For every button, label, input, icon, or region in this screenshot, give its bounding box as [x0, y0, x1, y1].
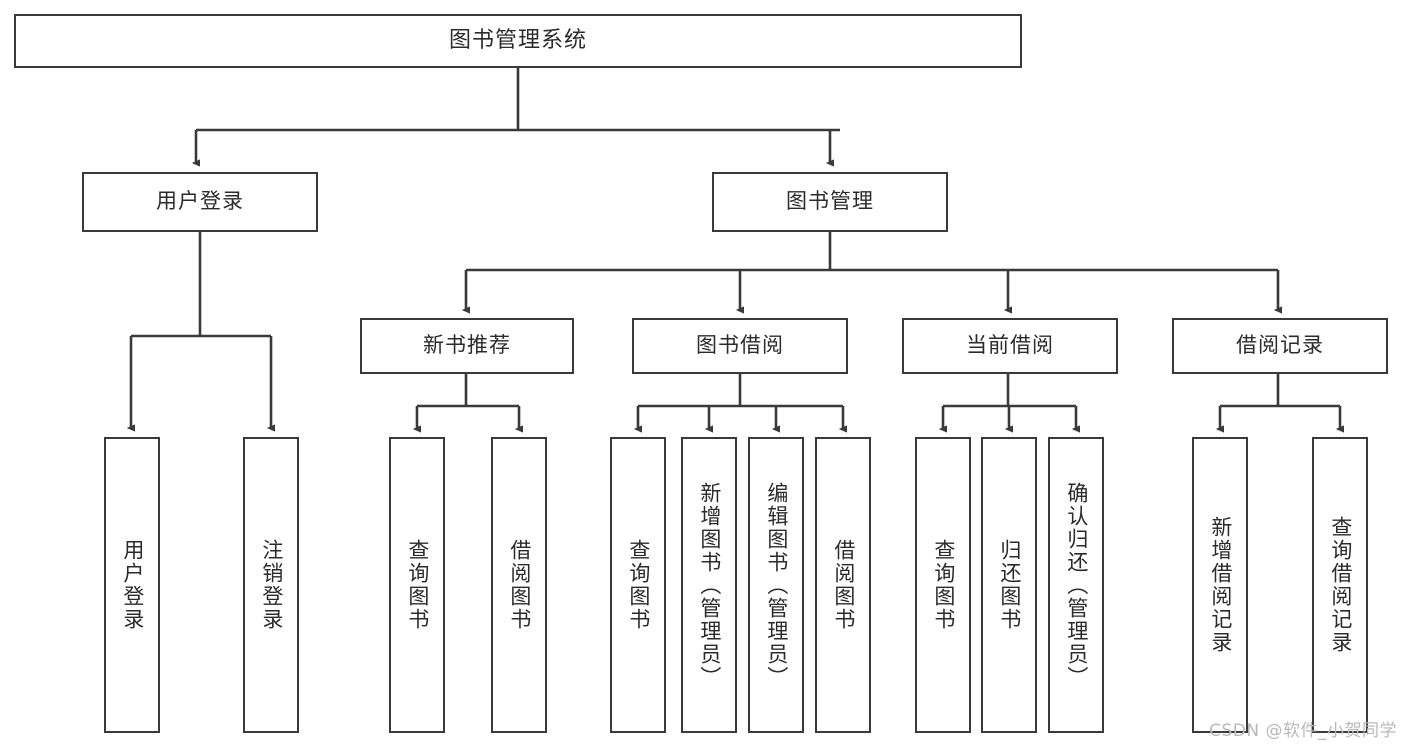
- node-label: 当前借阅: [966, 333, 1054, 358]
- leaf-label: 查询图书: [405, 539, 430, 631]
- leaf-label: 确认归还（管理员）: [1064, 481, 1089, 689]
- leaf-label: 编辑图书（管理员）: [764, 481, 789, 689]
- leaf-label: 借阅图书: [831, 539, 856, 631]
- leaf-label: 注销登录: [259, 539, 284, 631]
- node-label: 借阅记录: [1236, 333, 1324, 358]
- leaf-current-return-book[interactable]: 归还图书: [981, 437, 1037, 733]
- leaf-current-confirm-return-admin[interactable]: 确认归还（管理员）: [1048, 437, 1104, 733]
- watermark-text: CSDN @软件_小贺同学: [1209, 721, 1397, 741]
- leaf-borrow-add-book-admin[interactable]: 新增图书（管理员）: [681, 437, 737, 733]
- leaf-label: 查询借阅记录: [1328, 516, 1353, 654]
- node-label: 用户登录: [156, 189, 244, 214]
- leaf-current-query-book[interactable]: 查询图书: [915, 437, 971, 733]
- node-label: 图书管理: [786, 189, 874, 214]
- node-new-book-recommend[interactable]: 新书推荐: [360, 318, 574, 374]
- leaf-borrow-edit-book-admin[interactable]: 编辑图书（管理员）: [748, 437, 804, 733]
- leaf-recommend-borrow-book[interactable]: 借阅图书: [491, 437, 547, 733]
- node-user-login[interactable]: 用户登录: [82, 172, 318, 232]
- leaf-borrow-query-book[interactable]: 查询图书: [610, 437, 666, 733]
- leaf-record-add-record[interactable]: 新增借阅记录: [1192, 437, 1248, 733]
- leaf-label: 查询图书: [626, 539, 651, 631]
- leaf-label: 新增借阅记录: [1208, 516, 1233, 654]
- node-label: 新书推荐: [423, 333, 511, 358]
- node-label: 图书借阅: [696, 333, 784, 358]
- leaf-recommend-query-book[interactable]: 查询图书: [389, 437, 445, 733]
- leaf-user-login-login[interactable]: 用户登录: [104, 437, 160, 733]
- leaf-label: 查询图书: [931, 539, 956, 631]
- node-label: 图书管理系统: [448, 27, 587, 53]
- node-current-borrow[interactable]: 当前借阅: [902, 318, 1118, 374]
- node-book-management[interactable]: 图书管理: [712, 172, 948, 232]
- node-borrow-record[interactable]: 借阅记录: [1172, 318, 1388, 374]
- leaf-label: 新增图书（管理员）: [697, 481, 722, 689]
- leaf-borrow-borrow-book[interactable]: 借阅图书: [815, 437, 871, 733]
- leaf-label: 用户登录: [120, 539, 145, 631]
- node-root-system[interactable]: 图书管理系统: [14, 14, 1022, 68]
- leaf-user-login-logout[interactable]: 注销登录: [243, 437, 299, 733]
- leaf-label: 借阅图书: [507, 539, 532, 631]
- leaf-record-query-record[interactable]: 查询借阅记录: [1312, 437, 1368, 733]
- leaf-label: 归还图书: [997, 539, 1022, 631]
- node-book-borrow[interactable]: 图书借阅: [632, 318, 848, 374]
